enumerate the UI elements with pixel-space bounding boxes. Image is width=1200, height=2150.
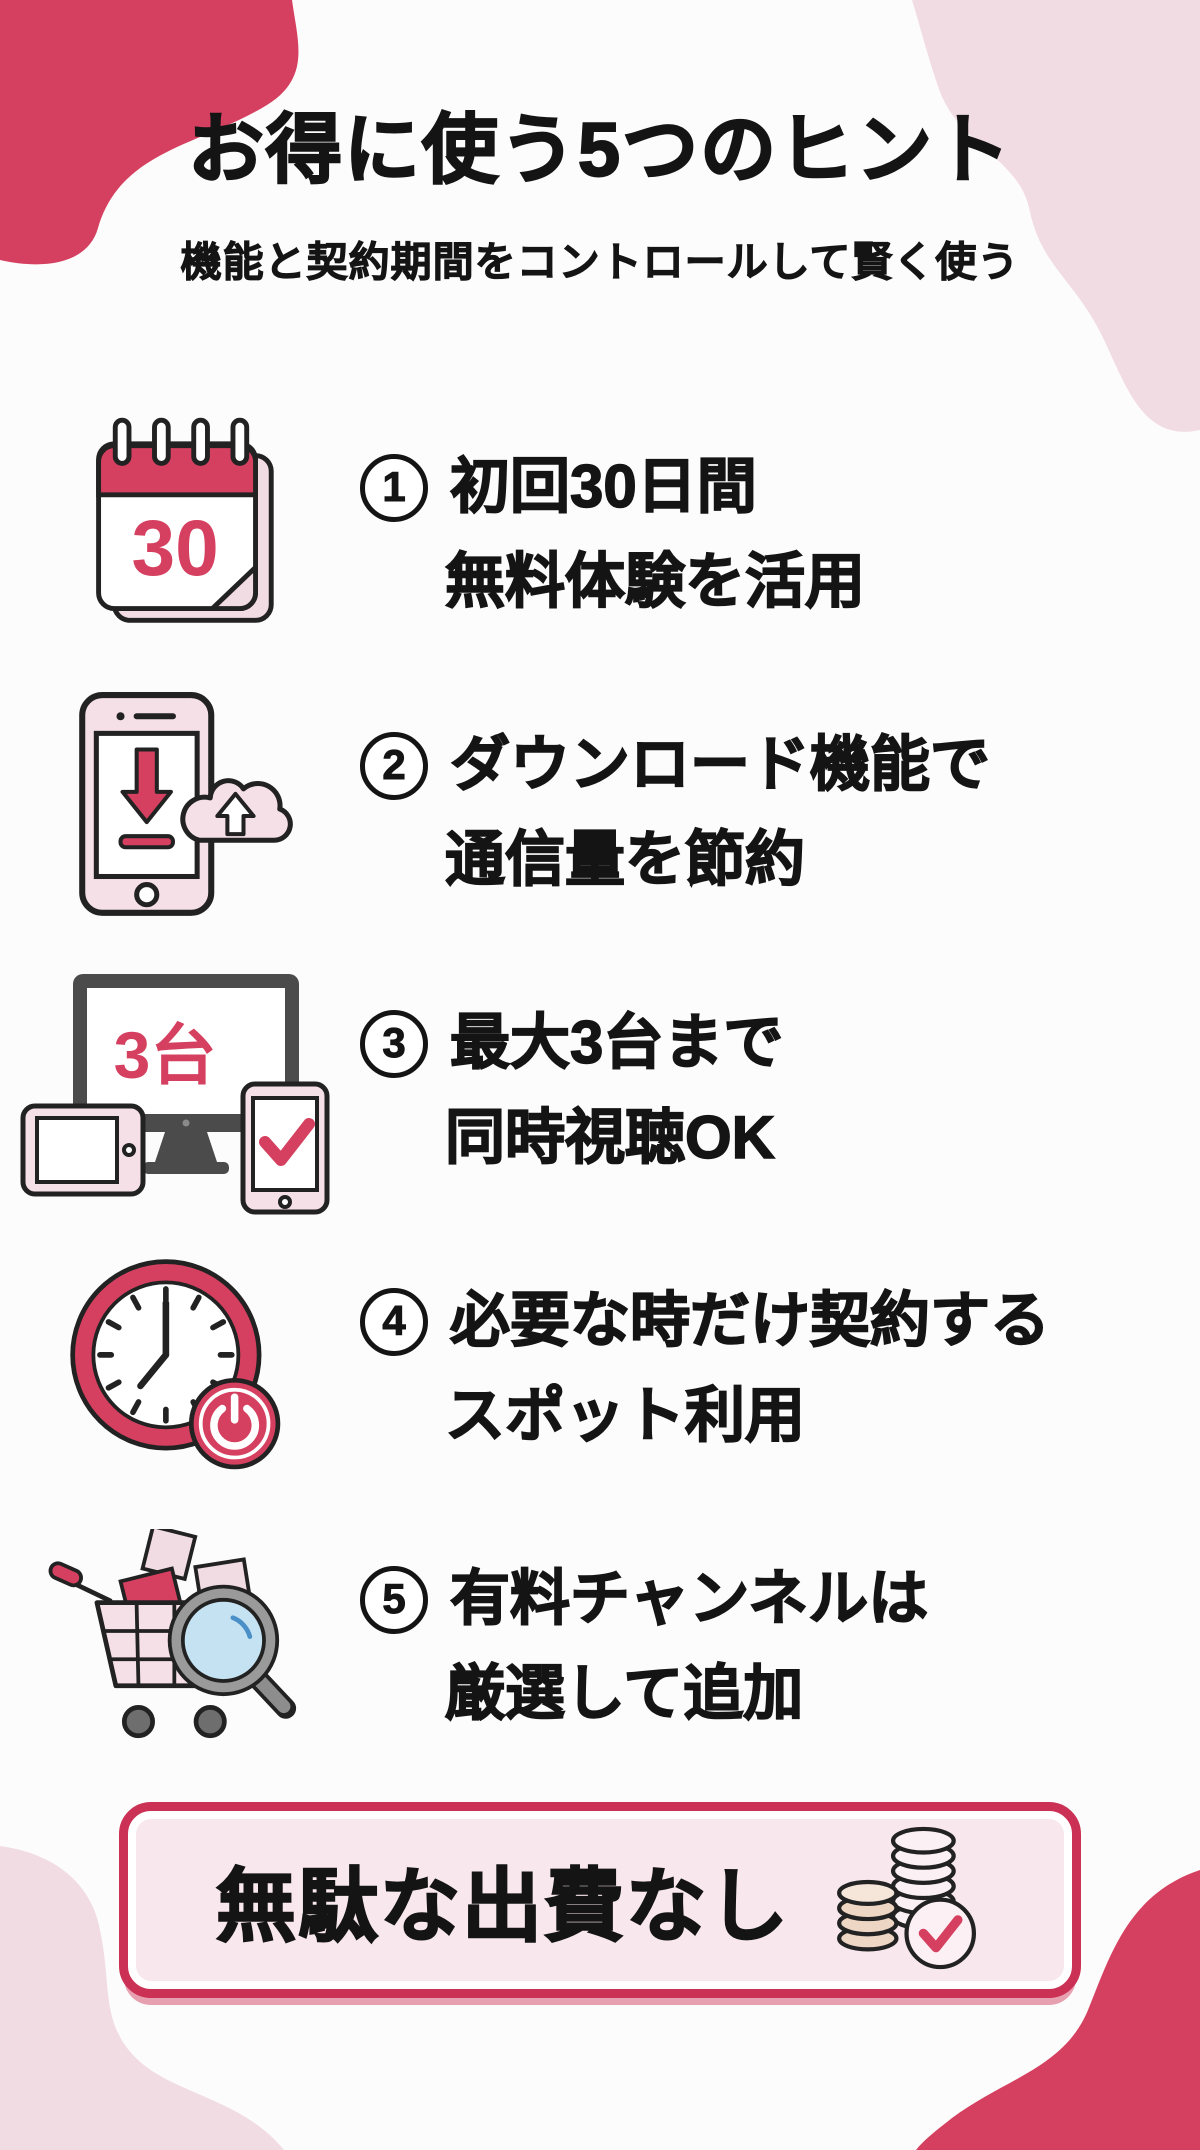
tip-row-5: 5 有料チャンネルは 厳選して追加 xyxy=(0,1508,1200,1786)
tip-line2-text: 厳選して追加 xyxy=(444,1659,804,1727)
tip-line1-text: 有料チャンネルは xyxy=(449,1564,929,1633)
multi-device-icon: 3台 xyxy=(0,966,360,1216)
tip-row-3: 3台 3 最大3台まで 同時視聴OK xyxy=(0,952,1200,1230)
tip-text-5: 5 有料チャンネルは 厳選して追加 xyxy=(360,1552,929,1742)
calendar-30-icon: 30 xyxy=(0,412,360,658)
blob-top-right xyxy=(912,0,1200,432)
header: お得に使う5つのヒント 機能と契約期間をコントロールして賢く使う xyxy=(0,0,1200,288)
tip-line2-text: 無料体験を活用 xyxy=(444,547,866,615)
page-title: お得に使う5つのヒント xyxy=(187,107,1013,194)
tip-number-badge: 1 xyxy=(360,453,428,522)
device-count-label: 3台 xyxy=(114,1018,217,1092)
blob-bottom-left xyxy=(0,1846,284,2150)
tip-line2-text: スポット利用 xyxy=(444,1381,806,1449)
tip-number-badge: 5 xyxy=(360,1565,428,1634)
tip-row-1: 30 1 初回30日間 無料体験を活用 xyxy=(0,396,1200,674)
tip-line2-text: 通信量を節約 xyxy=(444,825,806,893)
phone-download-icon xyxy=(0,687,360,939)
tip-line1-text: 必要な時だけ契約する xyxy=(449,1286,1051,1355)
tip-row-2: 2 ダウンロード機能で 通信量を節約 xyxy=(0,674,1200,952)
page-subtitle: 機能と契約期間をコントロールして賢く使う xyxy=(180,239,1020,286)
blob-bottom-right xyxy=(916,1870,1200,2150)
calendar-day-label: 30 xyxy=(131,504,218,592)
check-mark xyxy=(918,1914,963,1952)
tip-row-4: 4 必要な時だけ契約する スポット利用 xyxy=(0,1230,1200,1508)
tip-number-badge: 4 xyxy=(360,1287,428,1356)
cart-search-icon xyxy=(0,1529,360,1765)
tip-text-2: 2 ダウンロード機能で 通信量を節約 xyxy=(360,718,991,908)
coins-check-icon xyxy=(824,1822,984,1979)
banner-label: 無駄な出費なし xyxy=(215,1861,790,1952)
tip-line1-text: ダウンロード機能で xyxy=(449,730,991,799)
check-mark xyxy=(259,1118,315,1166)
tip-number-badge: 2 xyxy=(360,731,428,800)
tip-line1-text: 最大3台まで xyxy=(449,1008,784,1077)
tip-text-3: 3 最大3台まで 同時視聴OK xyxy=(360,996,784,1186)
tip-number-badge: 3 xyxy=(360,1009,428,1078)
tip-text-1: 1 初回30日間 無料体験を活用 xyxy=(360,440,866,630)
tip-line2-text: 同時視聴OK xyxy=(444,1103,776,1171)
tip-line1-text: 初回30日間 xyxy=(449,452,757,521)
tips-list: 30 1 初回30日間 無料体験を活用 xyxy=(0,396,1200,1786)
tip-text-4: 4 必要な時だけ契約する スポット利用 xyxy=(360,1274,1051,1464)
clock-power-icon xyxy=(0,1256,360,1482)
blob-top-left xyxy=(0,0,299,265)
summary-banner: 無駄な出費なし xyxy=(119,1802,1081,1998)
